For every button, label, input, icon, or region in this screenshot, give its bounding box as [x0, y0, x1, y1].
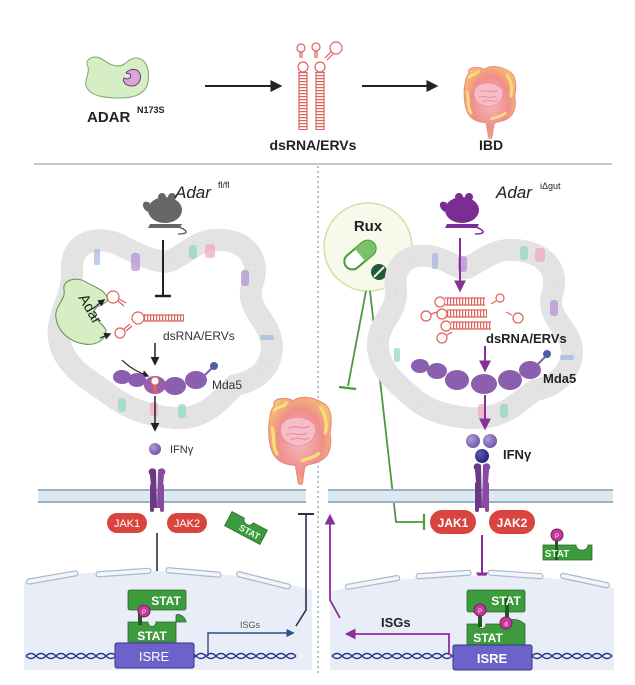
knockout-mda5-label: Mda5 [543, 371, 576, 386]
knockout-ifn-gamma-cluster [466, 434, 497, 463]
right-stat-bottom-label: STAT [473, 631, 503, 645]
right-phospho-label: P [478, 609, 482, 615]
right-stat-top-label: STAT [491, 594, 521, 608]
right-phospho-stat: P STAT [542, 528, 593, 561]
right-jak1-badge [430, 510, 476, 534]
left-mda5-filament [113, 362, 218, 395]
left-jak2-badge [167, 513, 207, 533]
wildtype-genotype-label: Adar [174, 183, 212, 202]
right-isre-label: ISRE [477, 651, 508, 666]
left-dsrna-hairpins [95, 290, 184, 340]
knockout-genotype-label: Adar [495, 183, 533, 202]
dsrna-erv-icon [296, 41, 343, 130]
left-nucleus [24, 567, 312, 670]
left-panel-wildtype: Adar fl/fl Adar [24, 180, 314, 670]
epithelium-cell-accents [94, 244, 274, 418]
left-isre-box [114, 642, 195, 669]
right-jak2-label: JAK2 [497, 516, 528, 530]
rux-gut-inhibition-bar [338, 385, 357, 391]
dsrna-erv-label: dsRNA/ERVs [270, 137, 357, 153]
ibd-label: IBD [479, 137, 503, 153]
adar-label: ADAR [87, 109, 130, 126]
right-cell-membrane [328, 489, 613, 503]
right-nucleus [330, 569, 614, 670]
right-stat-dimer: P d STAT STAT [466, 589, 526, 646]
left-isgs-inhibit-gut [295, 514, 307, 627]
left-ifn-gamma-icon [149, 443, 161, 455]
right-isgs-arrow [344, 628, 450, 655]
ibd-colon-icon [462, 65, 518, 140]
left-stat-bottom-label: STAT [137, 629, 167, 643]
knockout-mouse-icon [439, 193, 484, 235]
left-mda5-label: Mda5 [212, 378, 242, 392]
adar-variant-superscript: N173S [137, 105, 165, 115]
knockout-dsrna-cluster [420, 293, 524, 344]
adar-n173s-protein-icon [85, 56, 149, 99]
wildtype-mouse-icon [142, 193, 187, 235]
left-phospho-label: P [142, 610, 146, 616]
left-isre-label: ISRE [139, 649, 170, 664]
left-jak1-label: JAK1 [114, 518, 140, 530]
rux-label: Rux [354, 218, 383, 235]
knockout-mda5-filament [411, 350, 551, 394]
left-dsrna-label: dsRNA/ERVs [163, 329, 235, 343]
right-free-phospho-label: P [555, 534, 559, 540]
left-cell-membrane [38, 489, 306, 503]
right-panel-knockout: Adar iΔgut Rux [323, 181, 614, 671]
arrow-adar-to-mda5 [121, 359, 150, 378]
adar-protein-icon [55, 278, 109, 345]
left-stat-dimer: P STAT STAT [127, 589, 187, 643]
left-jak1-badge [107, 513, 147, 533]
left-jak2-label: JAK2 [174, 518, 200, 530]
right-phospho-2-label: d [504, 622, 507, 628]
rux-pill-icon [343, 239, 387, 280]
right-free-stat-label: STAT [545, 549, 570, 560]
top-row: ADAR N173S dsRNA/ERVs IBD [85, 41, 518, 153]
left-isgs-arrow [207, 628, 295, 656]
knockout-dsrna-label: dsRNA/ERVs [486, 331, 567, 346]
right-jak2-badge [489, 510, 535, 534]
left-isgs-label: ISGs [240, 620, 261, 630]
right-isre-box [452, 644, 533, 671]
knockout-ifn-label: IFNγ [503, 447, 532, 462]
wildtype-genotype-superscript: fl/fl [218, 180, 230, 190]
left-ifn-receptor-icon [148, 468, 166, 512]
center-inflamed-colon-icon [266, 395, 333, 487]
right-isgs-label: ISGs [381, 615, 411, 630]
right-jak1-label: JAK1 [438, 516, 469, 530]
right-isgs-promote-gut [324, 513, 341, 619]
left-free-stat: STAT [224, 511, 268, 545]
left-ifn-label: IFNγ [170, 444, 194, 456]
left-stat-top-label: STAT [151, 594, 181, 608]
epithelium-cell-borders [58, 239, 273, 419]
knockout-genotype-superscript: iΔgut [540, 181, 561, 191]
right-ifn-receptor-icon [473, 463, 491, 512]
rux-inhibit-gut-line [347, 290, 367, 387]
